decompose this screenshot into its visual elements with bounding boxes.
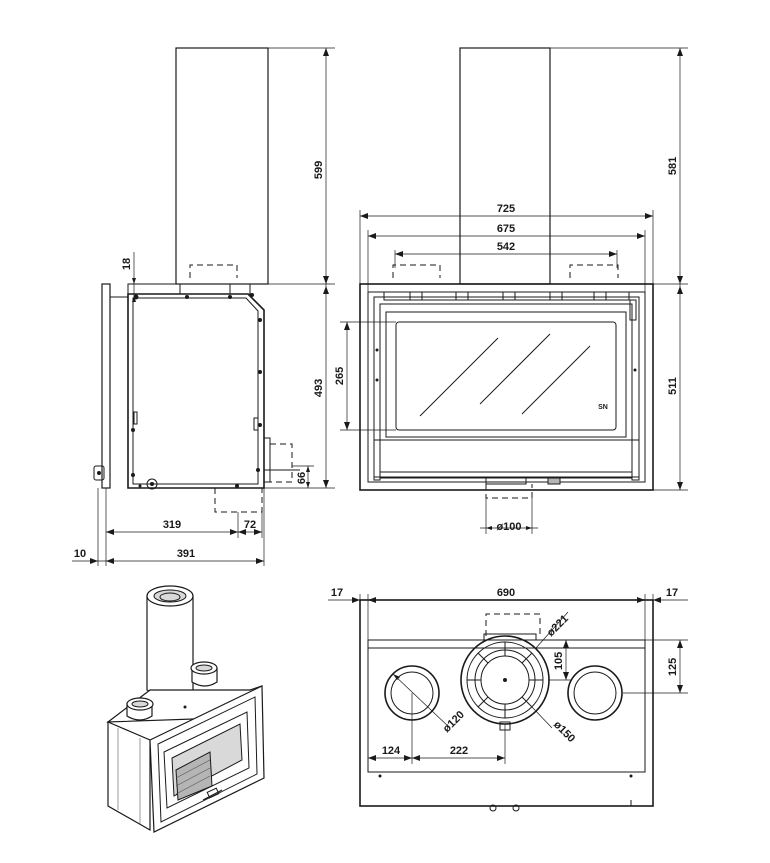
front-outlet-right-hidden — [569, 264, 619, 278]
dim-front-flue-height: 581 — [667, 157, 679, 175]
front-top-vents — [383, 291, 630, 301]
side-rear-outlet-hidden — [270, 443, 293, 483]
dim-front-height: 511 — [667, 377, 679, 395]
dim-side-outlet-width: 72 — [244, 519, 256, 531]
dim-top-depth: 125 — [667, 658, 679, 676]
dim-top-outlet-diameter: ø120 — [441, 709, 467, 735]
dim-front-outlet-spacing: 542 — [497, 241, 515, 253]
side-view — [93, 47, 300, 513]
side-front-plate — [101, 283, 111, 489]
side-bottom-outlet-hidden — [214, 488, 263, 513]
dim-side-depth-to-outlet: 319 — [163, 519, 181, 531]
dim-front-air-diameter: ø100 — [496, 521, 521, 533]
front-view: SN — [359, 47, 654, 499]
dim-front-total-width: 725 — [497, 203, 515, 215]
dim-top-width: 690 — [497, 587, 515, 599]
dim-side-total-depth: 391 — [177, 548, 195, 560]
front-dimensions: 581 511 725 675 542 265 — [334, 47, 688, 534]
dim-top-collar-diameter: ø150 — [551, 719, 577, 745]
dim-side-wall-offset: 10 — [74, 548, 86, 560]
side-dimensions: 599 493 66 18 319 72 — [72, 47, 335, 566]
dim-front-glass-height: 265 — [334, 367, 346, 385]
front-logo-mark: SN — [598, 404, 608, 411]
front-frame — [359, 283, 654, 491]
top-frame — [359, 599, 654, 807]
dim-top-side-right: 17 — [666, 587, 678, 599]
top-right-outlet — [567, 665, 623, 721]
front-flue-pipe — [459, 47, 551, 285]
isometric-view — [106, 585, 265, 833]
dim-top-flue-diameter: ø221 — [545, 613, 571, 639]
side-flue-pipe — [175, 47, 269, 285]
dim-front-inner-width: 675 — [497, 223, 515, 235]
iso-flue-pipe — [146, 595, 194, 697]
side-body — [127, 293, 265, 489]
dim-top-outlet-offset: 124 — [382, 745, 401, 757]
dim-side-top-offset: 18 — [121, 258, 133, 270]
iso-side-face — [107, 721, 151, 832]
top-view — [359, 599, 654, 812]
dim-side-height: 493 — [313, 379, 325, 397]
dim-side-flue-height: 599 — [313, 161, 325, 179]
front-outlet-left-hidden — [392, 264, 441, 278]
front-glass — [395, 321, 617, 431]
dim-top-side-left: 17 — [331, 587, 343, 599]
dim-side-outlet-height: 66 — [296, 472, 308, 484]
front-air-inlet-hidden — [485, 484, 533, 499]
dim-top-flue-offset: 105 — [553, 652, 565, 670]
top-flue-hidden — [485, 613, 541, 636]
top-flue-ribs — [467, 642, 543, 718]
dim-top-center-offset: 222 — [450, 745, 468, 757]
